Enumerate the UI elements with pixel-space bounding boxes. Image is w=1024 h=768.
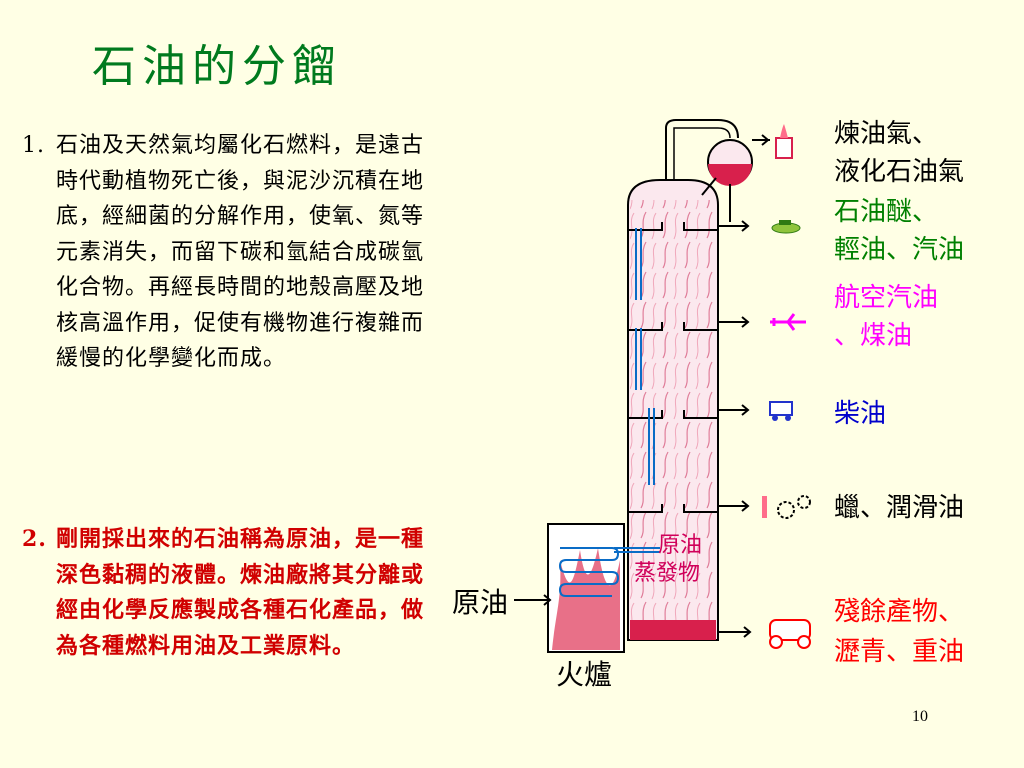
crude-vapor-label-1: 原油 xyxy=(658,533,702,558)
airplane-icon xyxy=(770,313,806,331)
slide-title: 石油的分餾 xyxy=(92,41,342,92)
product-label-3b: 、煤油 xyxy=(834,321,912,351)
page-number: 10 xyxy=(912,708,928,725)
car-icon xyxy=(771,220,801,234)
point-1: 1. 石油及天然氣均屬化石燃料，是遠古時代動植物死亡後，與泥沙沉積在地底，經細菌… xyxy=(22,128,442,377)
product-label-4: 柴油 xyxy=(834,399,886,429)
furnace-label: 火爐 xyxy=(556,658,612,691)
point-1-text: 石油及天然氣均屬化石燃料，是遠古時代動植物死亡後，與泥沙沉積在地底，經細菌的分解… xyxy=(56,133,425,371)
product-label-1b: 液化石油氣 xyxy=(834,157,964,187)
product-label-2a: 石油醚、 xyxy=(834,197,938,227)
distillation-column xyxy=(627,179,719,641)
point-2-number: 2. xyxy=(22,526,47,552)
product-label-2b: 輕油、汽油 xyxy=(834,235,964,265)
road-roller-icon xyxy=(769,619,811,649)
product-label-6b: 瀝青、重油 xyxy=(834,637,964,667)
product-label-3a: 航空汽油 xyxy=(834,283,938,313)
point-1-number: 1. xyxy=(22,133,45,158)
product-label-1a: 煉油氣、 xyxy=(834,119,938,149)
furnace xyxy=(547,523,660,653)
gas-flame-icon xyxy=(775,124,793,159)
product-label-5: 蠟、潤滑油 xyxy=(834,493,964,523)
point-2: 2. 剛開採出來的石油稱為原油，是一種深色黏稠的液體。煉油廠將其分離或經由化學反… xyxy=(22,522,442,664)
truck-icon xyxy=(769,401,793,421)
overhead-condenser xyxy=(665,119,770,222)
point-2-text: 剛開採出來的石油稱為原油，是一種深色黏稠的液體。煉油廠將其分離或經由化學反應製成… xyxy=(56,526,425,659)
candle-gears-icon xyxy=(762,495,811,519)
crude-input-arrow xyxy=(514,594,552,606)
crude-vapor-label-2: 蒸發物 xyxy=(634,561,700,586)
crude-oil-input-label: 原油 xyxy=(452,586,508,619)
product-label-6a: 殘餘產物、 xyxy=(834,597,964,627)
side-draws xyxy=(718,134,770,638)
